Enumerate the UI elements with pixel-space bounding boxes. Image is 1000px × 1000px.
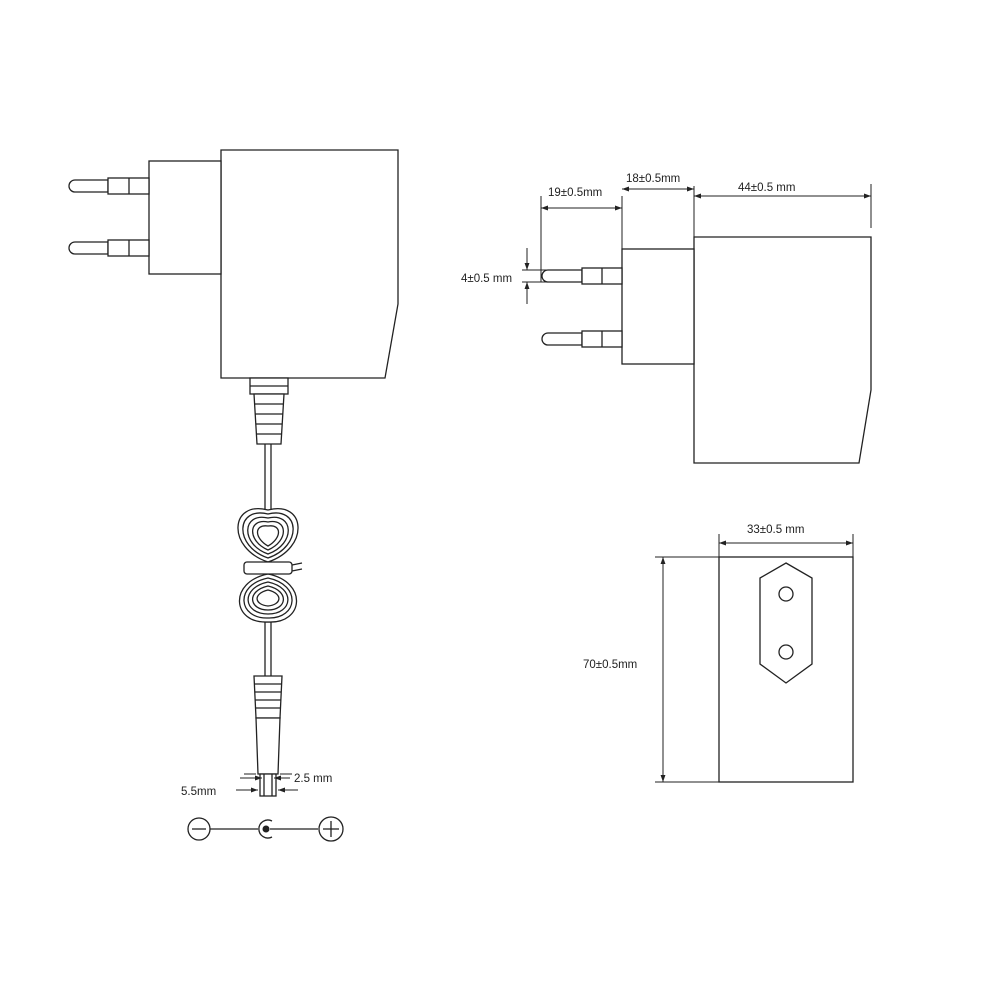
euro-plug-outline: [759, 562, 813, 684]
pin-diameter-label: 4±0.5 mm: [461, 273, 512, 285]
dc-plug: [253, 675, 283, 797]
dc-plug-dimensions: [236, 773, 298, 793]
pin-length-label: 19±0.5mm: [548, 187, 602, 199]
strain-relief: [249, 377, 289, 445]
positive-terminal-icon: [318, 816, 344, 842]
side-body: [693, 236, 872, 464]
center-pin-icon: [258, 819, 273, 839]
pin-hole-top: [778, 586, 794, 602]
side-upper-pin: [541, 267, 623, 285]
body-depth-label: 44±0.5 mm: [738, 182, 795, 194]
cable-coil: [237, 508, 303, 623]
cable: [264, 444, 272, 676]
front-view: 5.5mm 2.5 mm: [68, 149, 399, 842]
outer-diameter-label: 5.5mm: [181, 786, 216, 798]
back-view: [655, 534, 854, 783]
polarity-diagram: [187, 816, 344, 842]
plug-base-depth-label: 18±0.5mm: [626, 173, 680, 185]
side-plug-base: [621, 248, 695, 365]
inner-diameter-label: 2.5 mm: [294, 773, 332, 785]
adapter-body: [220, 149, 399, 379]
height-label: 70±0.5mm: [583, 659, 637, 671]
side-view: [522, 184, 872, 464]
upper-pin: [68, 177, 150, 195]
side-lower-pin: [541, 330, 623, 348]
width-label: 33±0.5 mm: [747, 524, 804, 536]
pin-hole-bottom: [778, 644, 794, 660]
plug-base: [148, 160, 222, 275]
lower-pin: [68, 239, 150, 257]
